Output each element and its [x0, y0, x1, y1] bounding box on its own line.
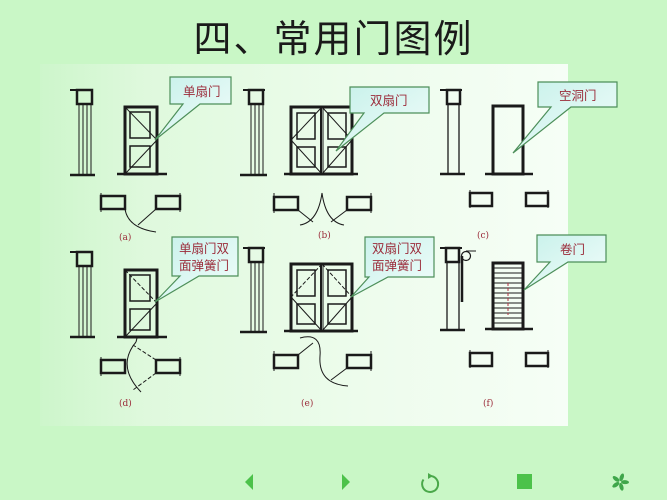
figure-c-opening [440, 88, 550, 208]
callout-c: 空洞门 [512, 81, 618, 154]
callout-e-text-line1: 双扇门双 [372, 241, 423, 256]
triangle-left-icon [245, 474, 253, 490]
refresh-icon [421, 473, 440, 493]
previous-slide-button[interactable] [243, 472, 255, 492]
figure-d-single-spring-door [70, 250, 182, 393]
callout-b-text: 双扇门 [370, 93, 408, 108]
return-button[interactable] [419, 472, 441, 494]
figure-f-rolling-door [440, 246, 550, 368]
callout-c-text: 空洞门 [559, 88, 597, 103]
figure-a-label: (a) [119, 232, 131, 243]
callout-e: 双扇门双 面弹簧门 [350, 236, 435, 298]
callout-d-text-line1: 单扇门双 [179, 241, 230, 256]
stop-square-icon [517, 474, 532, 489]
figure-d-label: (d) [119, 398, 132, 409]
figure-a-single-door [70, 88, 182, 233]
end-show-button[interactable] [516, 472, 534, 492]
callout-e-text-line2: 面弹簧门 [372, 258, 422, 273]
figure-f-label: (f) [483, 398, 493, 409]
callout-f-text: 卷门 [560, 242, 585, 257]
callout-d: 单扇门双 面弹簧门 [154, 236, 239, 303]
figure-e-double-spring-door [240, 246, 373, 387]
callout-d-text-line2: 面弹簧门 [179, 258, 229, 273]
pinwheel-icon [612, 473, 629, 491]
callout-f: 卷门 [523, 234, 607, 291]
slide-title: 四、常用门图例 [193, 17, 474, 61]
figure-c-label: (c) [477, 230, 489, 241]
callout-b: 双扇门 [335, 86, 430, 152]
next-slide-button[interactable] [340, 472, 352, 492]
triangle-right-icon [342, 474, 350, 490]
callout-a-text: 单扇门 [183, 84, 221, 99]
figure-b-double-door [240, 88, 373, 226]
figure-b-label: (b) [318, 230, 331, 241]
figure-e-label: (e) [301, 398, 313, 409]
callout-a: 单扇门 [154, 76, 232, 141]
menu-button[interactable] [610, 472, 630, 492]
